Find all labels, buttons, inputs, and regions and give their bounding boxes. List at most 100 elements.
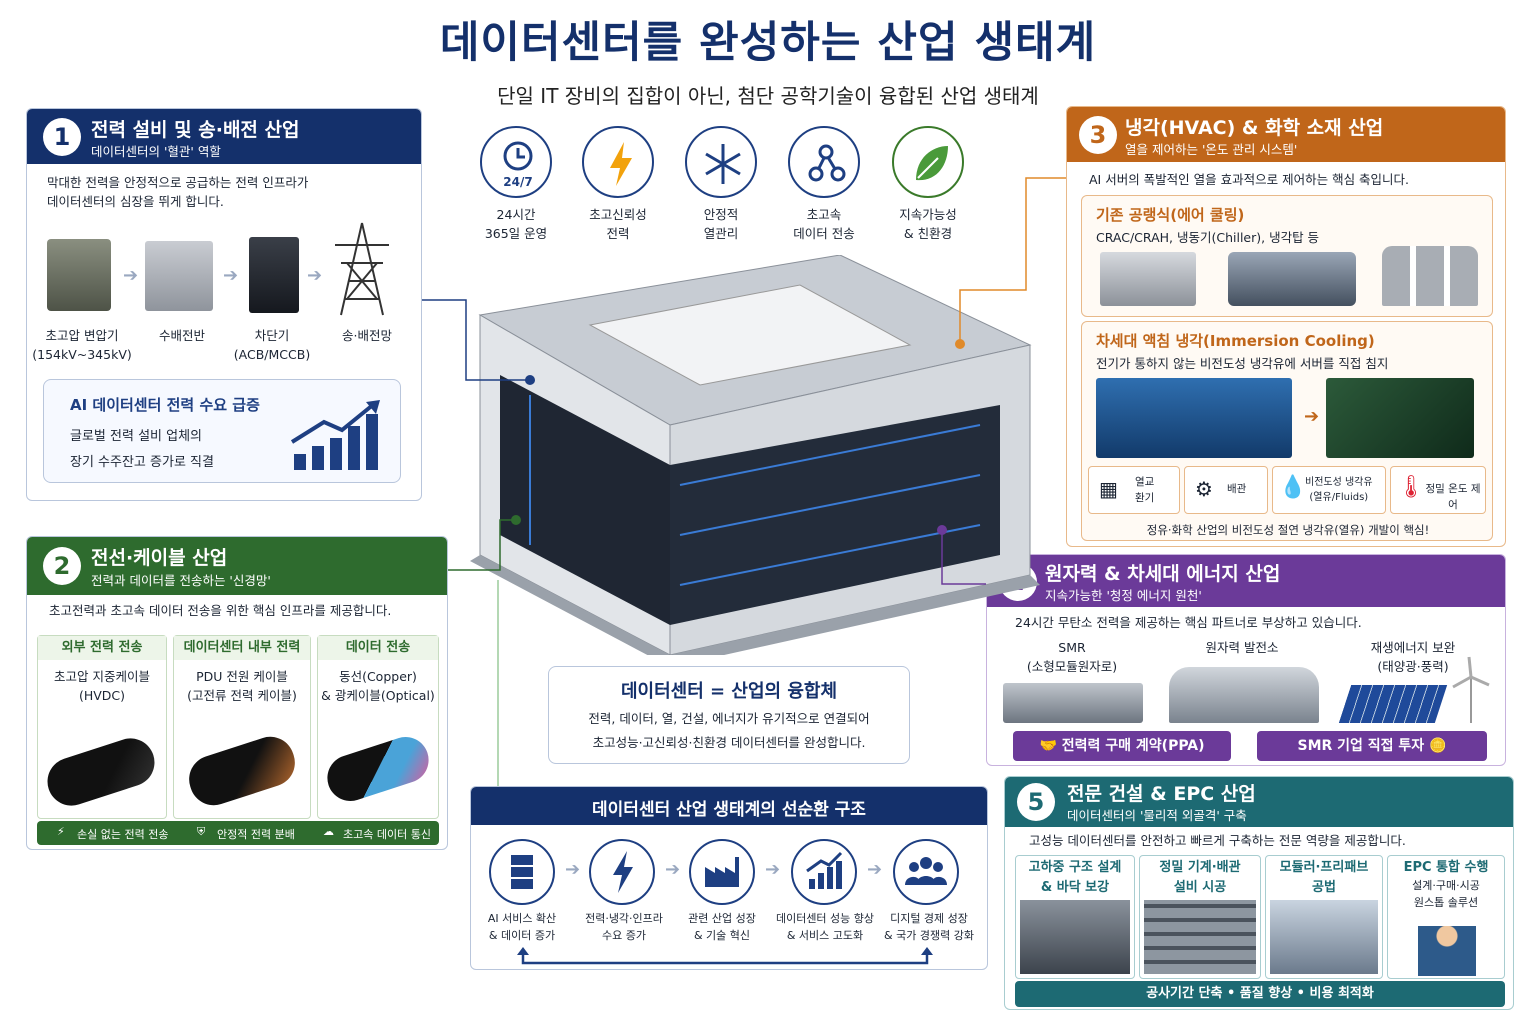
center-title: 데이터센터 = 산업의 융합체 — [620, 681, 838, 702]
panel-construction: 5 전문 건설 & EPC 산업 데이터센터의 '물리적 외골격' 구축 고성능… — [1004, 776, 1514, 1010]
cycle-step-label: AI 서비스 확산& 데이터 증가 — [487, 912, 557, 942]
section-number: 3 — [1079, 116, 1117, 154]
panel-construction-header: 5 전문 건설 & EPC 산업 데이터센터의 '물리적 외골격' 구축 — [1005, 777, 1513, 827]
people-icon — [893, 839, 959, 905]
thermometer-icon: 🌡 — [1397, 475, 1425, 500]
section-subtitle: 지속가능한 '청정 에너지 원천' — [1045, 588, 1202, 603]
section-desc: 초고전력과 초고속 데이터 전송을 위한 핵심 인프라를 제공합니다. — [49, 603, 392, 618]
smr-image — [1003, 683, 1143, 723]
section-title: 원자력 & 차세대 에너지 산업 — [1045, 563, 1281, 585]
switchgear-image — [145, 241, 213, 311]
handshake-icon: 🤝 — [1039, 738, 1057, 754]
ppa-button[interactable]: 🤝 전력력 구매 계약(PPA) — [1013, 731, 1231, 761]
cable-footer: ⚡ 손실 없는 전력 전송 ⛨ 안정적 전력 분배 ☁ 초고속 데이터 통신 — [37, 821, 439, 845]
section-subtitle: 전력과 데이터를 전송하는 '신경망' — [91, 573, 271, 588]
item-label: 초고압 변압기(154kV~345kV) — [32, 328, 132, 362]
cable-col-1: 외부 전력 전송 초고압 지중케이블(HVDC) — [37, 635, 167, 819]
section-title: 전력 설비 및 송·배전 산업 — [91, 119, 300, 141]
panel-power-header: 1 전력 설비 및 송·배전 산업 데이터센터의 '혈관' 역할 — [27, 109, 421, 164]
immersion-tank-image — [1096, 378, 1292, 458]
construction-footer: 공사기간 단축 • 품질 향상 • 비용 최적화 — [1015, 981, 1505, 1007]
page-subtitle: 단일 IT 장비의 집합이 아닌, 첨단 공학기술이 융합된 산업 생태계 — [497, 84, 1039, 108]
panel-cable: 2 전선·케이블 산업 전력과 데이터를 전송하는 '신경망' 초고전력과 초고… — [26, 536, 448, 850]
panel-power: 1 전력 설비 및 송·배전 산업 데이터센터의 '혈관' 역할 막대한 전력을… — [26, 108, 422, 501]
factory-icon — [689, 839, 755, 905]
item-label: 수배전반 — [158, 328, 205, 343]
page-title: 데이터센터를 완성하는 산업 생태계 — [439, 18, 1097, 68]
lightning-icon — [582, 126, 654, 198]
cycle-header: 데이터센터 산업 생태계의 선순환 구조 — [471, 787, 987, 825]
cycle-return-arrow — [517, 947, 933, 965]
chiller-image — [1228, 252, 1356, 306]
engineer-image — [1418, 926, 1476, 976]
badge-24-7: 24/7 — [503, 175, 533, 189]
server-icon — [489, 839, 555, 905]
cable-col-desc: 동선(Copper)& 광케이블(Optical) — [321, 669, 435, 703]
cycle-panel: 데이터센터 산업 생태계의 선순환 구조 ➔ ➔ ➔ ➔ AI 서비스 확산& … — [470, 786, 988, 970]
immersion-box: 차세대 액침 냉각(Immersion Cooling) 전기가 통하지 않는 … — [1081, 321, 1493, 541]
transformer-image — [47, 239, 111, 311]
transmission-tower-image — [335, 222, 389, 316]
section-subtitle: 열을 제어하는 '온도 관리 시스템' — [1125, 142, 1298, 157]
arrow-icon: ➔ — [123, 265, 139, 286]
droplet-icon: 💧 — [1279, 475, 1307, 500]
server-board-image — [1326, 378, 1474, 458]
cable-col-desc: PDU 전원 케이블(고전류 전력 케이블) — [187, 669, 297, 703]
shield-icon: ⛨ — [197, 825, 206, 838]
feature-label-5: 지속가능성& 친환경 — [899, 207, 957, 241]
arrow-icon: ➔ — [765, 859, 781, 880]
item-label: 송·배전망 — [342, 328, 392, 343]
part-fluid: 💧 비전도성 냉각유(열유/Fluids) — [1272, 466, 1386, 514]
section-title: 냉각(HVAC) & 화학 소재 산업 — [1125, 117, 1384, 139]
heat-exchanger-icon: ▦ — [1099, 477, 1118, 501]
panel-cable-header: 2 전선·케이블 산업 전력과 데이터를 전송하는 '신경망' — [27, 537, 447, 595]
clock-24-7-icon: 24/7 — [480, 126, 552, 198]
arrow-icon: ➔ — [665, 859, 681, 880]
air-desc: CRAC/CRAH, 냉동기(Chiller), 냉각탑 등 — [1096, 230, 1320, 245]
section-subtitle: 데이터센터의 '혈관' 역할 — [91, 144, 221, 159]
section-number: 5 — [1017, 783, 1055, 821]
air-title: 기존 공랭식(에어 쿨링) — [1096, 206, 1245, 224]
section-desc: 고성능 데이터센터를 안전하고 빠르게 구축하는 전문 역량을 제공합니다. — [1029, 833, 1406, 848]
section-number: 2 — [43, 547, 81, 585]
piping-image — [1144, 900, 1256, 974]
part-piping: ⚙ 배관 — [1184, 466, 1268, 514]
datacenter-building-image — [470, 255, 1040, 655]
cycle-step-label: 관련 산업 성장& 기술 혁신 — [688, 912, 756, 942]
energy-col-label: SMR(소형모듈원자로) — [1026, 640, 1118, 674]
cloud-icon: ☁ — [323, 825, 334, 838]
section-title: 전선·케이블 산업 — [91, 547, 228, 569]
item-label: 차단기(ACB/MCCB) — [233, 328, 311, 362]
snowflake-icon — [685, 126, 757, 198]
section-title: 전문 건설 & EPC 산업 — [1067, 783, 1256, 805]
smr-invest-button[interactable]: SMR 기업 직접 투자 🪙 — [1257, 731, 1487, 761]
cable-col-header: 외부 전력 전송 — [38, 636, 166, 660]
air-cooling-box: 기존 공랭식(에어 쿨링) CRAC/CRAH, 냉동기(Chiller), 냉… — [1081, 195, 1493, 317]
pump-icon: ⚙ — [1195, 477, 1213, 501]
arrow-icon: ➔ — [867, 859, 883, 880]
panel-cooling-header: 3 냉각(HVAC) & 화학 소재 산업 열을 제어하는 '온도 관리 시스템… — [1067, 107, 1505, 162]
leaf-icon — [892, 126, 964, 198]
wind-turbine-image — [1452, 656, 1490, 723]
section-desc: AI 서버의 폭발적인 열을 효과적으로 제어하는 핵심 축입니다. — [1089, 172, 1410, 187]
cooling-tower-image — [1382, 246, 1478, 306]
panel-cooling: 3 냉각(HVAC) & 화학 소재 산업 열을 제어하는 '온도 관리 시스템… — [1066, 106, 1506, 547]
arrow-icon: ➔ — [565, 859, 581, 880]
arrow-icon: ➔ — [223, 265, 239, 286]
energy-col-label: 원자력 발전소 — [1205, 640, 1279, 655]
footer-item: 손실 없는 전력 전송 — [77, 828, 169, 841]
lightning-icon — [589, 839, 655, 905]
immersion-desc: 전기가 통하지 않는 비전도성 냉각유에 서버를 직접 침지 — [1096, 356, 1389, 371]
section-desc: 24시간 무탄소 전력을 제공하는 핵심 파트너로 부상하고 있습니다. — [1015, 615, 1362, 630]
arrow-icon: ➔ — [307, 265, 323, 286]
nuclear-plant-image — [1169, 667, 1319, 723]
breaker-image — [249, 237, 299, 313]
section-number: 1 — [43, 118, 81, 156]
